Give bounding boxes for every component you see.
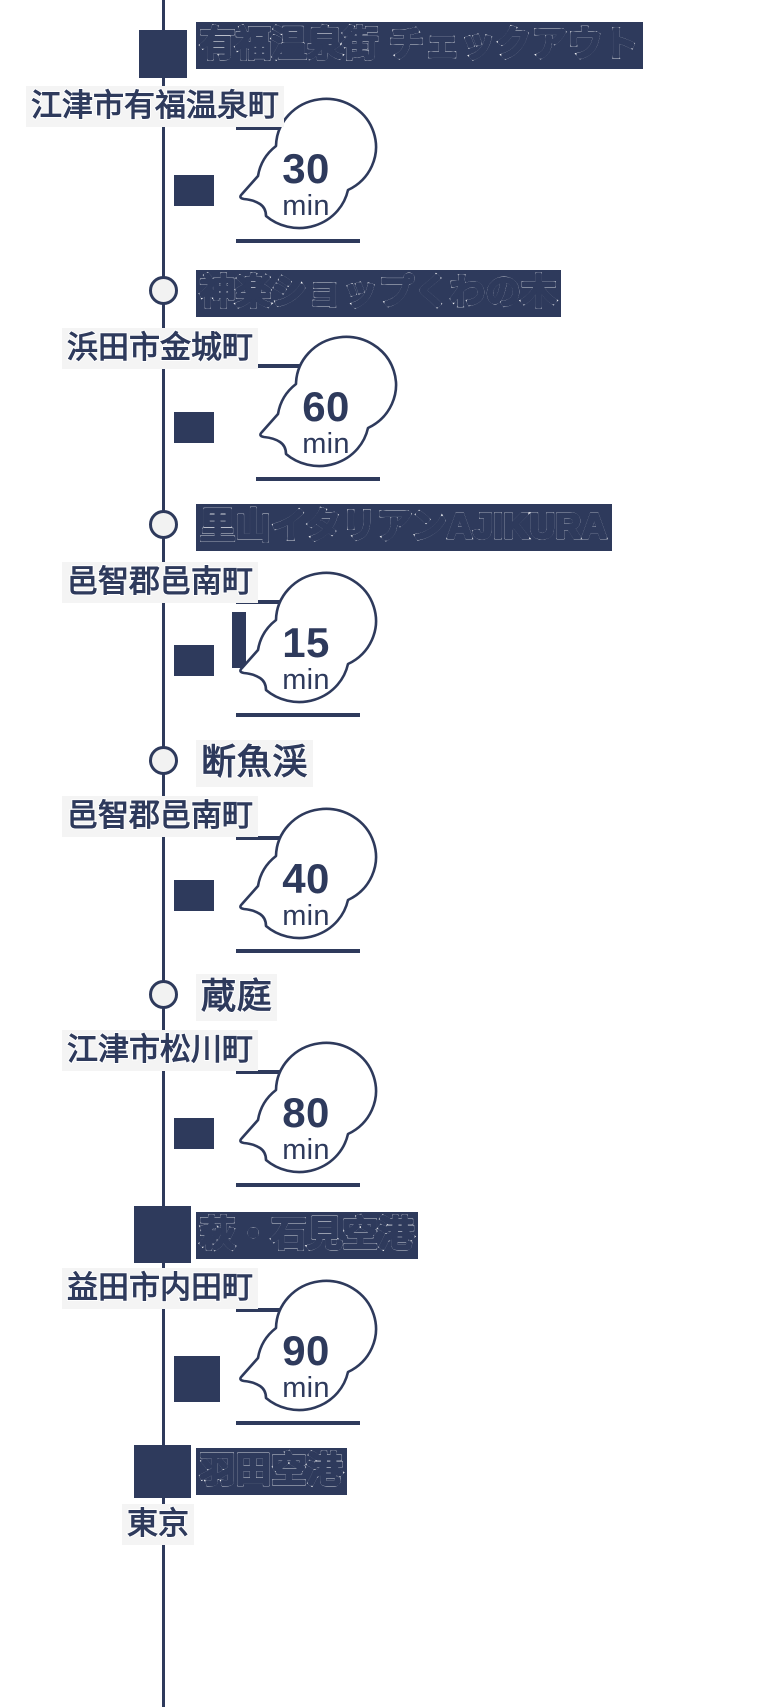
leg-rule-bottom-3 — [236, 713, 360, 717]
leg-marker-accent-3 — [232, 612, 246, 668]
leg-rule-bottom-5 — [236, 1183, 360, 1187]
speech-bubble-icon — [239, 571, 378, 704]
leg-duration-2[interactable]: 60 min — [256, 335, 398, 488]
stop-title-2-text: 神楽ショップくわの木 — [199, 273, 558, 312]
leg-marker-4 — [174, 880, 214, 911]
stop-locality-3-text: 邑智郡邑南町 — [66, 564, 254, 599]
leg-marker-1 — [174, 175, 214, 206]
stop-locality-6: 益田市内田町 — [62, 1268, 258, 1309]
leg-marker-3 — [174, 645, 214, 676]
leg-rule-bottom-6 — [236, 1421, 360, 1425]
timeline-spine — [162, 0, 165, 1707]
leg-rule-bottom-1 — [236, 239, 360, 243]
stop-title-2[interactable]: 神楽ショップくわの木 — [196, 270, 562, 317]
speech-bubble-icon — [259, 335, 398, 468]
stop-title-7-text: 羽田空港 — [199, 1451, 344, 1490]
stop-title-1-text: 有福温泉街 チェックアウト — [199, 25, 640, 64]
leg-marker-6 — [174, 1356, 220, 1402]
leg-marker-5 — [174, 1118, 214, 1149]
leg-duration-6[interactable]: 90 min — [236, 1279, 378, 1432]
leg-marker-2 — [174, 412, 214, 443]
stop-title-5[interactable]: 蔵庭 — [196, 974, 278, 1021]
stop-title-6-text: 萩・石見空港 — [199, 1215, 415, 1254]
stop-title-5-text: 蔵庭 — [200, 977, 273, 1016]
leg-duration-3[interactable]: 15 min — [236, 571, 378, 724]
stop-marker-circle-2[interactable] — [149, 276, 178, 305]
stop-title-1[interactable]: 有福温泉街 チェックアウト — [196, 22, 643, 69]
stop-marker-circle-3[interactable] — [149, 510, 178, 539]
stop-marker-circle-5[interactable] — [149, 980, 178, 1009]
stop-locality-7-text: 東京 — [126, 1506, 190, 1541]
stop-locality-1: 江津市有福温泉町 — [26, 86, 284, 127]
stop-title-3-text: 里山イタリアンAJIKURA — [199, 507, 608, 546]
stop-locality-4: 邑智郡邑南町 — [62, 796, 258, 837]
stop-marker-circle-4[interactable] — [149, 746, 178, 775]
stop-locality-5: 江津市松川町 — [62, 1030, 258, 1071]
stop-locality-5-text: 江津市松川町 — [66, 1032, 254, 1067]
stop-locality-6-text: 益田市内田町 — [66, 1270, 254, 1305]
stop-title-6[interactable]: 萩・石見空港 — [196, 1212, 419, 1259]
stop-title-7[interactable]: 羽田空港 — [196, 1448, 347, 1495]
stop-title-3[interactable]: 里山イタリアンAJIKURA — [196, 504, 612, 551]
stop-marker-square-1[interactable] — [139, 30, 187, 78]
speech-bubble-icon — [239, 807, 378, 940]
stop-marker-square-7[interactable] — [134, 1445, 191, 1498]
stop-marker-square-6[interactable] — [134, 1206, 191, 1263]
stop-title-4[interactable]: 断魚渓 — [196, 740, 314, 787]
leg-duration-1[interactable]: 30 min — [236, 97, 378, 250]
leg-duration-4[interactable]: 40 min — [236, 807, 378, 960]
stop-locality-1-text: 江津市有福温泉町 — [30, 88, 280, 123]
leg-duration-5[interactable]: 80 min — [236, 1041, 378, 1194]
stop-locality-3: 邑智郡邑南町 — [62, 562, 258, 603]
stop-title-4-text: 断魚渓 — [200, 743, 309, 782]
stop-locality-2-text: 浜田市金城町 — [66, 330, 254, 365]
speech-bubble-icon — [239, 1279, 378, 1412]
speech-bubble-icon — [239, 1041, 378, 1174]
leg-rule-bottom-2 — [256, 477, 380, 481]
stop-locality-4-text: 邑智郡邑南町 — [66, 798, 254, 833]
leg-rule-bottom-4 — [236, 949, 360, 953]
stop-locality-2: 浜田市金城町 — [62, 328, 258, 369]
stop-locality-7: 東京 — [122, 1504, 194, 1545]
speech-bubble-icon — [239, 97, 378, 230]
